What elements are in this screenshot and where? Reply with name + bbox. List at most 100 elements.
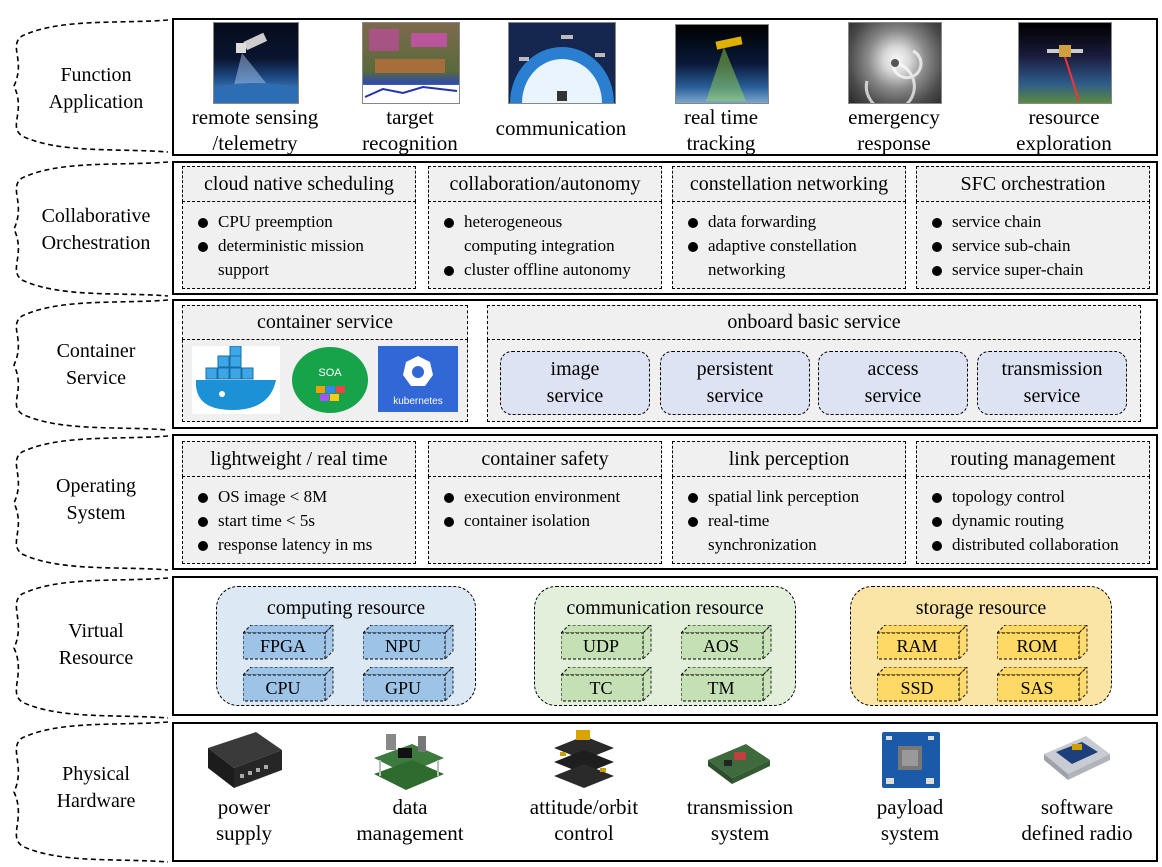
cube-shape	[243, 625, 334, 661]
cube-shape	[877, 667, 968, 703]
cube-shape	[243, 667, 334, 703]
function-item-communication: communication	[495, 116, 627, 140]
payload-board-icon	[878, 728, 944, 792]
resource-cube-label: SSD	[900, 678, 934, 698]
bullet-item: container isolation	[442, 509, 656, 533]
resource-cube: ROM	[997, 625, 1088, 661]
resource-cube-label: GPU	[384, 678, 421, 698]
bullet-item: spatial link perception	[686, 485, 900, 509]
tracking-satellite-icon	[675, 24, 769, 104]
satellite-earth-icon	[186, 22, 326, 127]
bullet-item: cluster offline autonomy	[442, 258, 656, 282]
panel-title: container safety	[428, 441, 662, 477]
resource-cube-label: AOS	[702, 636, 739, 656]
docker-icon	[192, 345, 280, 414]
panel-title: routing management	[916, 441, 1150, 477]
layer-bracket	[13, 19, 169, 153]
bullet-item: OS image < 8M	[196, 485, 410, 509]
resource-group: communication resource UDP AOS TC TM	[534, 586, 796, 706]
bullet-item: adaptive constellation networking	[686, 234, 900, 282]
cube-shape	[561, 625, 652, 661]
resource-cube-label: UDP	[582, 636, 619, 656]
panel-title: constellation networking	[672, 166, 906, 202]
kubernetes-label: kubernetes	[393, 396, 442, 407]
onboard-basic-service-title: onboard basic service	[487, 305, 1141, 340]
panel-title: SFC orchestration	[916, 166, 1150, 202]
bullet-item: deterministic mission support	[196, 234, 410, 282]
soa-label: SOA	[318, 367, 342, 379]
panel-title: link perception	[672, 441, 906, 477]
resource-cube-label: CPU	[265, 678, 301, 698]
cube-shape	[997, 667, 1088, 703]
layer-bracket	[13, 299, 169, 431]
data-board-icon	[368, 730, 448, 792]
resource-cube: SSD	[877, 667, 968, 703]
bullet-item: response latency in ms	[196, 533, 410, 557]
bullet-item: service super-chain	[930, 258, 1144, 282]
cube-shape	[877, 625, 968, 661]
function-application-layer	[172, 18, 1158, 156]
layer-bracket	[13, 721, 169, 863]
bullet-item: data forwarding	[686, 210, 900, 234]
resource-cube-label: ROM	[1016, 636, 1058, 656]
function-item-remote-sensing: remote sensing/telemetry	[191, 105, 319, 156]
bullet-item: service chain	[930, 210, 1144, 234]
resource-cube: RAM	[877, 625, 968, 661]
layer-brackets	[13, 19, 169, 863]
control-board-icon	[550, 728, 618, 792]
container-service-title: container service	[182, 305, 468, 340]
exploration-satellite-icon	[1018, 22, 1112, 104]
satellite-network-icon	[508, 22, 616, 159]
hurricane-icon	[848, 22, 942, 112]
resource-cube: AOS	[681, 625, 772, 661]
resource-cube-label: TC	[589, 678, 613, 698]
target-map-icon	[362, 22, 460, 104]
resource-group: computing resource FPGA NPU CPU GPU	[216, 586, 476, 706]
resource-cube: GPU	[363, 667, 454, 703]
cube-shape	[363, 625, 454, 661]
cube-shape	[997, 625, 1088, 661]
resource-cube: NPU	[363, 625, 454, 661]
panel-title: lightweight / real time	[182, 441, 416, 477]
cube-shape	[681, 667, 772, 703]
kubernetes-icon: kubernetes	[378, 346, 458, 412]
bullet-item: topology control	[930, 485, 1144, 509]
resource-cube: FPGA	[243, 625, 334, 661]
bullet-item: heterogeneous computing integration	[442, 210, 656, 258]
resource-group: storage resource RAM ROM SSD SAS	[850, 586, 1112, 706]
cube-shape	[561, 667, 652, 703]
bullet-item: start time < 5s	[196, 509, 410, 533]
resource-cube: SAS	[997, 667, 1088, 703]
radio-module-icon	[1042, 730, 1112, 792]
bullet-item: service sub-chain	[930, 234, 1144, 258]
resource-cube: TC	[561, 667, 652, 703]
resource-cube-label: FPGA	[259, 636, 307, 656]
resource-group-title: communication resource	[566, 597, 764, 619]
bullet-item: real-time synchronization	[686, 509, 900, 557]
resource-group-title: computing resource	[266, 597, 426, 619]
power-supply-icon	[204, 728, 284, 790]
cube-shape	[681, 625, 772, 661]
